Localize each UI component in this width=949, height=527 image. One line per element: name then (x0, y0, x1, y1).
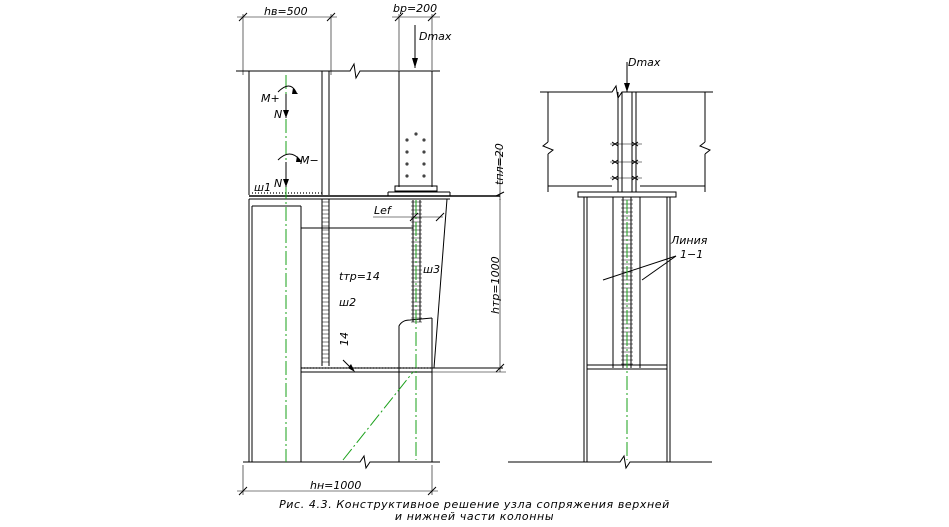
label-line-1: Линия (670, 234, 708, 247)
weld-sh2-ticks (322, 201, 329, 363)
force-arrows (277, 85, 302, 187)
label-tpl: tпл=20 (493, 143, 506, 185)
label-sh3: ш3 (423, 263, 440, 276)
label-n-upper: N (274, 108, 282, 121)
crane-girder-rib (387, 71, 451, 196)
label-sh2: ш2 (339, 296, 356, 309)
label-line-2: 1−1 (680, 248, 703, 261)
label-htr: hтр=1000 (489, 256, 502, 314)
label-dmax-right: Dmax (628, 56, 661, 69)
label-sh1: ш1 (254, 181, 271, 194)
caption-line-2: и нижней части колонны (394, 510, 555, 523)
label-dmax-left: Dmax (419, 30, 452, 43)
dimension-bp: bр=200 (392, 2, 440, 70)
dimension-hv: hв=500 (237, 5, 337, 75)
label-n-lower: N (274, 177, 282, 190)
label-hn: hн=1000 (310, 479, 361, 492)
caption-line-1: Рис. 4.3. Конструктивное решение узла со… (279, 498, 670, 511)
label-m-plus: M+ (261, 92, 280, 105)
label-weld14: 14 (338, 332, 351, 346)
right-view: Dmax (508, 56, 713, 470)
label-lef: Lef (374, 204, 393, 217)
dimension-hn: hн=1000 (237, 465, 438, 496)
figure-caption: Рис. 4.3. Конструктивное решение узла со… (0, 499, 949, 523)
label-hv: hв=500 (264, 5, 308, 18)
label-m-minus: M− (300, 154, 319, 167)
bolt-marks (610, 141, 642, 181)
label-bp: bр=200 (393, 2, 437, 15)
dmax-arrow-left: Dmax (412, 25, 452, 68)
left-view: hв=500 bр=200 Dmax ш1 (236, 2, 506, 496)
label-ttr: tтр=14 (339, 270, 380, 283)
